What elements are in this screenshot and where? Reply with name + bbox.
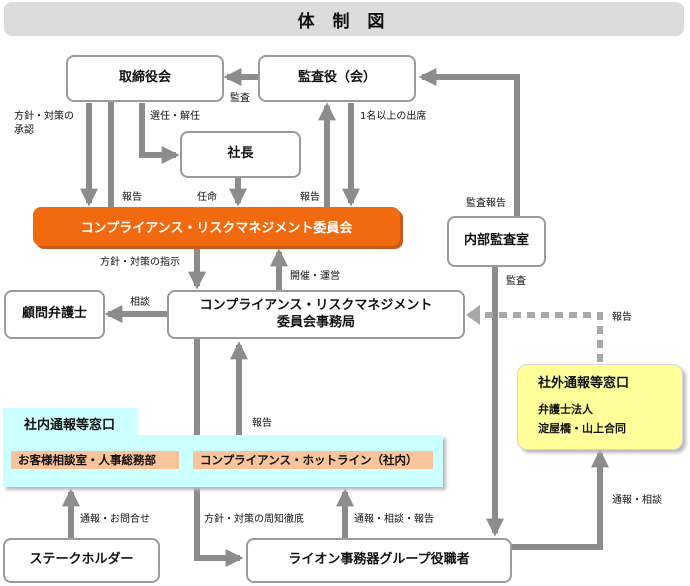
arrowhead-external-to-secretariat (466, 305, 480, 325)
label-consult: 相談 (130, 297, 150, 308)
arrow-board-to-president (139, 103, 180, 164)
internal-window-item-hotline: コンプライアンス・ホットライン（社内） (193, 451, 433, 469)
external-window-line1: 弁護士法人 (538, 403, 593, 416)
auditors-box: 監査役（会） (258, 55, 416, 102)
internal-audit-box: 内部監査室 (447, 216, 546, 267)
internal-window-item-customer: お客様相談室・人事総務部 (11, 451, 179, 469)
internal-window-title: 社内通報等窓口 (24, 418, 116, 433)
legal-advisor-box: 顧問弁護士 (4, 290, 105, 339)
label-policy-dissemination: 方針・対策の周知徹底 (204, 514, 304, 525)
committee-secretariat-box: コンプライアンス・リスクマネジメント 委員会事務局 (167, 290, 465, 339)
label-audit-right: 監査 (506, 276, 526, 287)
external-reporting-window-box: 社外通報等窓口 弁護士法人 淀屋橋・山上合同 (517, 364, 683, 450)
label-report-auditors: 報告 (300, 192, 320, 203)
arrow-employees-to-external-window (512, 449, 609, 550)
president-box: 社長 (180, 131, 301, 178)
label-policy-approval-line2: 承認 (14, 124, 34, 136)
arrow-secretariat-to-employees (194, 338, 244, 567)
label-report-consult-report: 通報・相談・報告 (354, 514, 434, 525)
label-report-consult: 通報・相談 (612, 495, 662, 506)
label-report-board: 報告 (122, 192, 142, 203)
stakeholder-box: ステークホルダー (3, 538, 160, 583)
committee-box: コンプライアンス・リスクマネジメント委員会 (33, 207, 400, 246)
internal-reporting-window-tab (3, 408, 137, 440)
group-employees-box: ライオン事務器グループ役職者 (246, 538, 512, 583)
arrow-internal-audit-to-auditors (418, 68, 520, 216)
external-window-line2: 淀屋橋・山上合同 (538, 422, 626, 435)
label-host-operate: 開催・運営 (290, 271, 340, 282)
arrow-external-window-to-secretariat (478, 312, 603, 362)
label-report-internal: 報告 (252, 418, 272, 429)
board-of-directors-box: 取締役会 (66, 55, 224, 102)
label-appoint: 任命 (197, 192, 217, 203)
label-audit-report: 監査報告 (466, 198, 506, 209)
secretariat-line2: 委員会事務局 (276, 314, 355, 330)
secretariat-line1: コンプライアンス・リスクマネジメント (199, 297, 433, 313)
label-report-external: 報告 (612, 312, 632, 323)
label-policy-approval: 方針・対策の 承認 (14, 110, 74, 137)
label-audit-left: 監査 (230, 93, 250, 104)
label-appoint-dismiss: 選任・解任 (150, 111, 200, 122)
label-policy-instruction: 方針・対策の指示 (100, 257, 180, 268)
page-title: 体 制 図 (4, 2, 684, 36)
external-window-title: 社外通報等窓口 (538, 376, 630, 391)
label-quorum: 1名以上の出席 (360, 111, 427, 122)
label-report-inquiry: 通報・お問合せ (80, 514, 150, 525)
label-policy-approval-line1: 方針・対策の (14, 111, 74, 122)
